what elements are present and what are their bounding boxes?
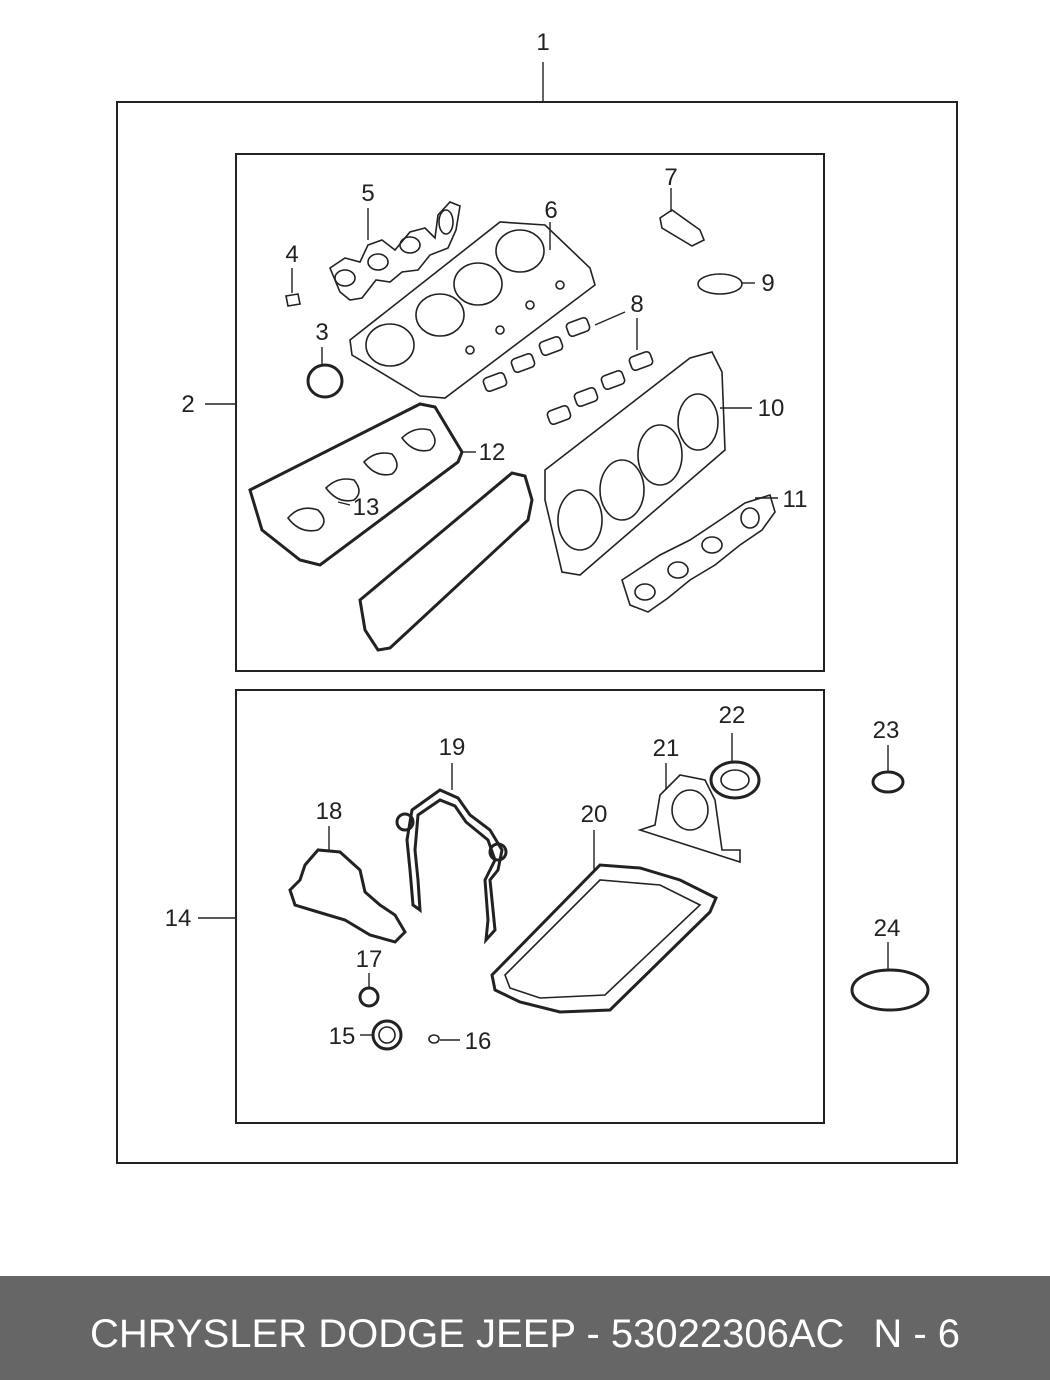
callout-7: 7 <box>664 164 677 191</box>
callout-16: 16 <box>465 1028 492 1055</box>
rear-seal-retainer-21 <box>637 774 741 864</box>
o-ring-9 <box>697 273 743 295</box>
seal-15 <box>371 1019 403 1051</box>
kit-outer-frame <box>116 101 958 1164</box>
rear-main-seal-22 <box>709 760 761 800</box>
callout-22: 22 <box>719 702 746 729</box>
callout-23: 23 <box>873 717 900 744</box>
callout-21: 21 <box>653 735 680 762</box>
callout-14: 14 <box>165 905 192 932</box>
o-ring-3 <box>306 363 344 399</box>
oil-pan-gasket-20 <box>490 863 718 1014</box>
gasket-7 <box>659 209 706 247</box>
upper-gasket-set-frame <box>235 153 825 672</box>
callout-18: 18 <box>316 798 343 825</box>
timing-cover-gasket-19 <box>395 788 508 945</box>
o-ring-24 <box>850 968 930 1012</box>
callout-10: 10 <box>758 395 785 422</box>
seal-23 <box>871 770 905 794</box>
callout-17: 17 <box>356 946 383 973</box>
callout-20: 20 <box>581 801 608 828</box>
callout-2: 2 <box>181 391 194 418</box>
exhaust-gasket-5 <box>329 201 461 301</box>
spark-tube-seals-13 <box>286 428 436 532</box>
footer-title: CHRYSLER DODGE JEEP - 53022306AC <box>90 1312 845 1356</box>
intake-gaskets-8 <box>482 316 654 426</box>
callout-6: 6 <box>544 197 557 224</box>
plug-4 <box>285 293 301 307</box>
gasket-kit-diagram: 1 2 3 4 5 6 7 8 9 10 11 12 13 14 15 16 1… <box>116 29 958 1164</box>
callout-8: 8 <box>630 291 643 318</box>
lower-gasket-set-frame <box>235 689 825 1124</box>
callout-12: 12 <box>479 439 506 466</box>
callout-1: 1 <box>536 29 549 56</box>
o-ring-16 <box>428 1034 440 1044</box>
callout-3: 3 <box>315 319 328 346</box>
footer-bar: CHRYSLER DODGE JEEP - 53022306AC N - 6 <box>0 1276 1050 1380</box>
head-gasket-6 <box>349 221 596 399</box>
footer-page-code: N - 6 <box>873 1312 960 1356</box>
callout-4: 4 <box>285 241 298 268</box>
exhaust-gasket-11 <box>621 493 776 613</box>
callout-24: 24 <box>874 915 901 942</box>
water-pump-gasket-18 <box>288 848 407 944</box>
callout-9: 9 <box>761 270 774 297</box>
callout-11: 11 <box>783 486 808 513</box>
callout-15: 15 <box>329 1023 356 1050</box>
o-ring-17 <box>358 986 380 1008</box>
valve-cover-gaskets-12 <box>248 402 534 652</box>
callout-13: 13 <box>353 494 380 521</box>
head-gasket-10 <box>544 351 726 576</box>
callout-19: 19 <box>439 734 466 761</box>
callout-5: 5 <box>361 180 374 207</box>
